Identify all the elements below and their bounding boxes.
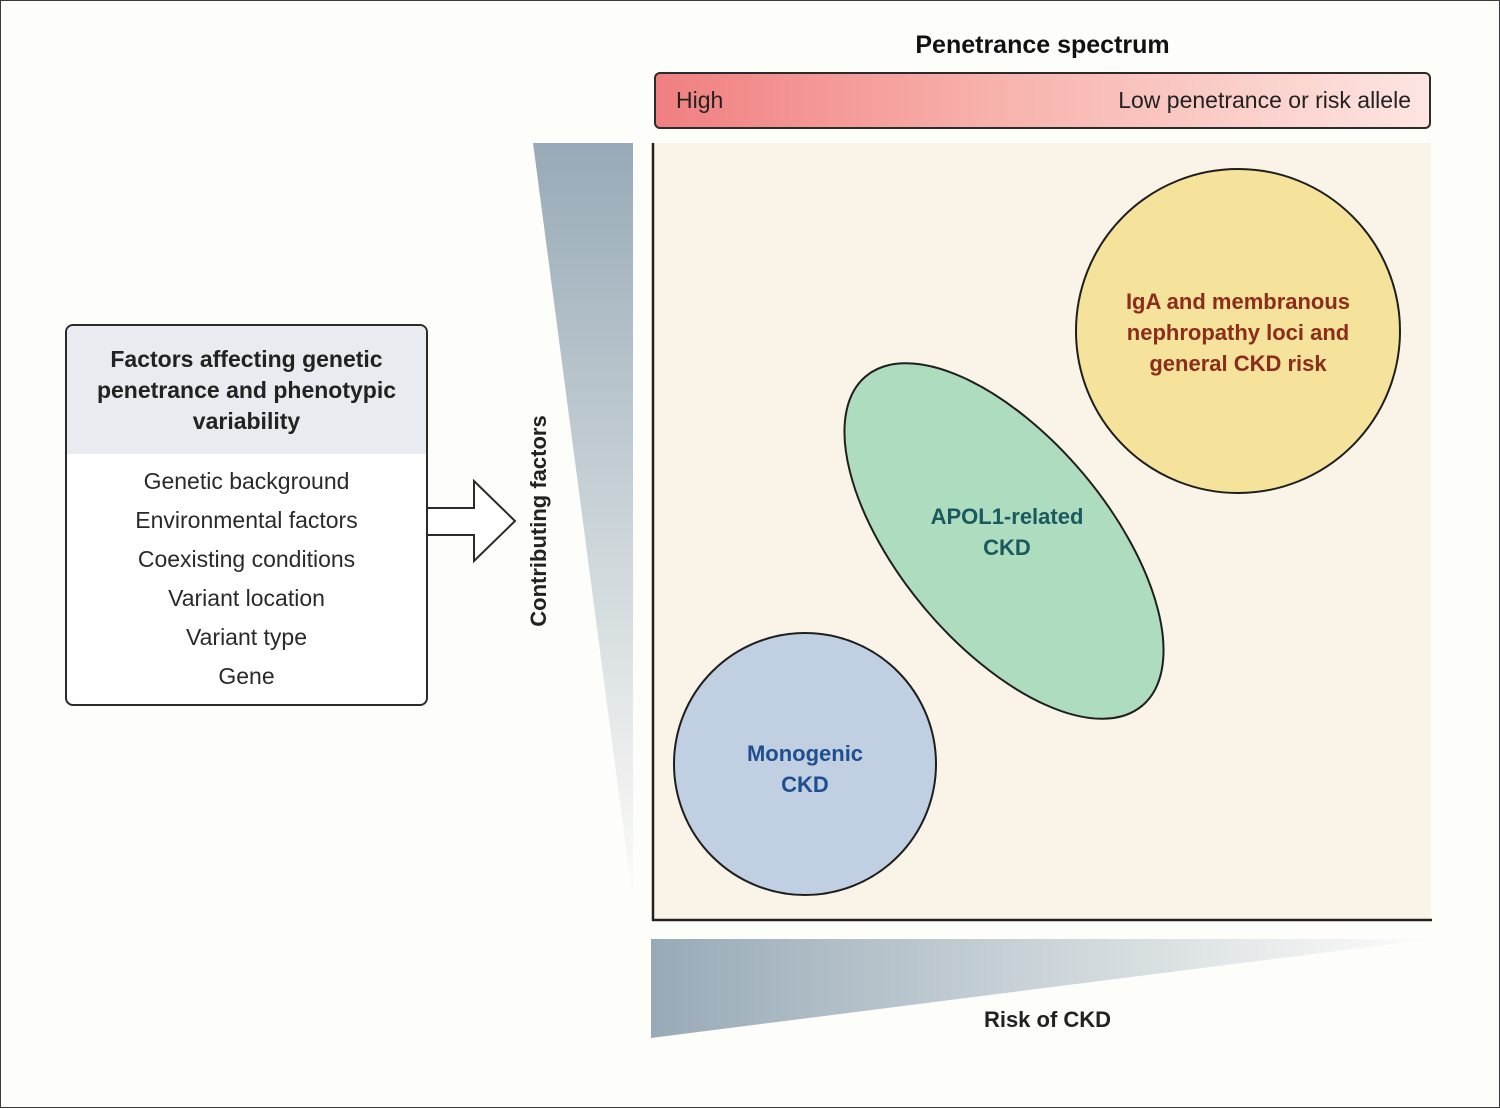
risk-of-ckd-wedge xyxy=(651,939,1431,1038)
factors-box-title: Factors affecting genetic penetrance and… xyxy=(96,345,397,434)
factor-item: Variant type xyxy=(185,624,308,650)
factor-item: Environmental factors xyxy=(135,507,358,533)
monogenic-ckd-label: Monogenic CKD xyxy=(746,741,864,797)
iga-membranous-circle xyxy=(1075,168,1401,494)
penetrance-bar: High Low penetrance or risk allele xyxy=(654,72,1431,129)
penetrance-low-label: Low penetrance or risk allele xyxy=(1118,87,1411,113)
factors-list: Genetic background Environmental factors… xyxy=(67,454,426,696)
factors-box: Factors affecting genetic penetrance and… xyxy=(65,324,428,706)
right-arrow-icon xyxy=(428,478,517,564)
factor-item: Coexisting conditions xyxy=(137,546,356,572)
apol1-ckd-label: APOL1-related CKD xyxy=(930,504,1084,560)
y-axis-label: Contributing factors xyxy=(526,415,551,627)
iga-membranous-label: IgA and membranous nephropathy loci and … xyxy=(1125,289,1351,376)
factor-item: Gene xyxy=(218,663,275,689)
contributing-factors-wedge xyxy=(533,143,633,901)
factor-item: Genetic background xyxy=(143,468,350,494)
x-axis-label: Risk of CKD xyxy=(983,1007,1112,1032)
penetrance-high-label: High xyxy=(676,87,724,113)
apol1-ckd-ellipse xyxy=(843,362,1165,720)
monogenic-ckd-circle xyxy=(673,632,937,896)
factors-box-header: Factors affecting genetic penetrance and… xyxy=(67,326,426,454)
penetrance-title: Penetrance spectrum xyxy=(915,31,1170,59)
factor-item: Variant location xyxy=(168,585,325,611)
